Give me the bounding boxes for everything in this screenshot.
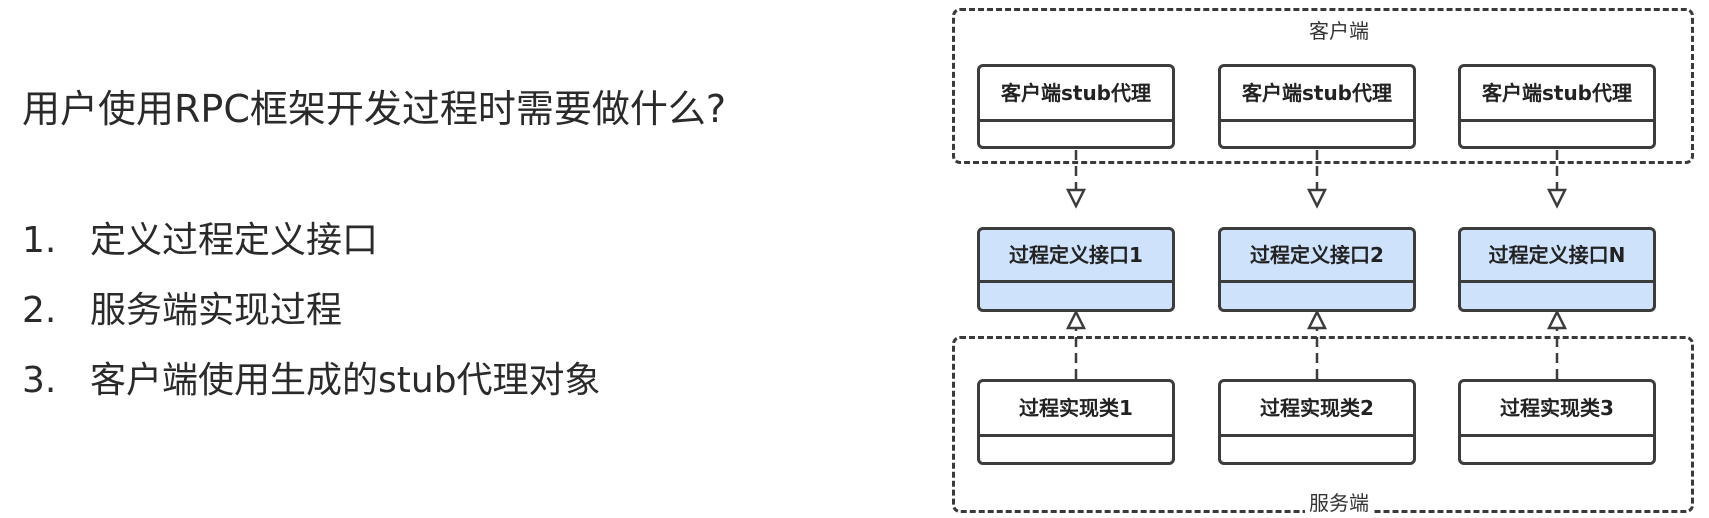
interface-box-1: 过程定义接口1 xyxy=(977,227,1175,312)
box-title: 过程实现类2 xyxy=(1260,395,1374,420)
client-stub-box-1: 客户端stub代理 xyxy=(977,64,1175,149)
client-to-interface-arrowhead-3 xyxy=(1546,188,1568,209)
box-title: 客户端stub代理 xyxy=(1241,80,1393,105)
box-body xyxy=(980,280,1172,309)
client-stub-box-2: 客户端stub代理 xyxy=(1218,64,1416,149)
box-body xyxy=(1461,434,1653,462)
box-body xyxy=(1221,280,1413,309)
server-group-label: 服务端 xyxy=(1305,487,1373,516)
step-text: 客户端使用生成的stub代理对象 xyxy=(90,360,601,401)
client-to-interface-arrowhead-2 xyxy=(1306,188,1328,209)
client-group: 客户端 xyxy=(952,8,1694,164)
box-title: 过程实现类3 xyxy=(1500,395,1614,420)
impl-to-interface-arrowhead-3 xyxy=(1546,309,1568,330)
box-body xyxy=(1461,119,1653,146)
step-number: 3. xyxy=(22,360,57,401)
box-title: 客户端stub代理 xyxy=(1000,80,1152,105)
box-body xyxy=(980,119,1172,146)
server-group: 服务端 xyxy=(952,336,1694,516)
step-text: 服务端实现过程 xyxy=(90,290,343,331)
step-number: 1. xyxy=(22,220,57,261)
client-to-interface-arrowhead-1 xyxy=(1065,188,1087,209)
interface-box-n: 过程定义接口N xyxy=(1458,227,1656,312)
rpc-diagram: 客户端 服务端 客户端stub代理 客户端stub代理 客户 xyxy=(940,0,1709,518)
interface-box-2: 过程定义接口2 xyxy=(1218,227,1416,312)
impl-class-box-2: 过程实现类2 xyxy=(1218,379,1416,465)
step-number: 2. xyxy=(22,290,57,331)
box-body xyxy=(1221,119,1413,146)
impl-class-box-3: 过程实现类3 xyxy=(1458,379,1656,465)
step-text: 定义过程定义接口 xyxy=(90,220,379,261)
impl-class-box-1: 过程实现类1 xyxy=(977,379,1175,465)
impl-to-interface-arrowhead-1 xyxy=(1065,309,1087,330)
box-title: 过程定义接口N xyxy=(1488,242,1626,267)
question-text: 用户使用RPC框架开发过程时需要做什么? xyxy=(22,87,727,131)
box-title: 过程定义接口1 xyxy=(1009,242,1143,267)
client-stub-box-3: 客户端stub代理 xyxy=(1458,64,1656,149)
box-title: 过程实现类1 xyxy=(1019,395,1133,420)
box-body xyxy=(980,434,1172,462)
impl-to-interface-arrowhead-2 xyxy=(1306,309,1328,330)
box-body xyxy=(1221,434,1413,462)
box-title: 过程定义接口2 xyxy=(1250,242,1384,267)
client-group-label: 客户端 xyxy=(1305,15,1373,44)
box-body xyxy=(1461,280,1653,309)
box-title: 客户端stub代理 xyxy=(1481,80,1633,105)
